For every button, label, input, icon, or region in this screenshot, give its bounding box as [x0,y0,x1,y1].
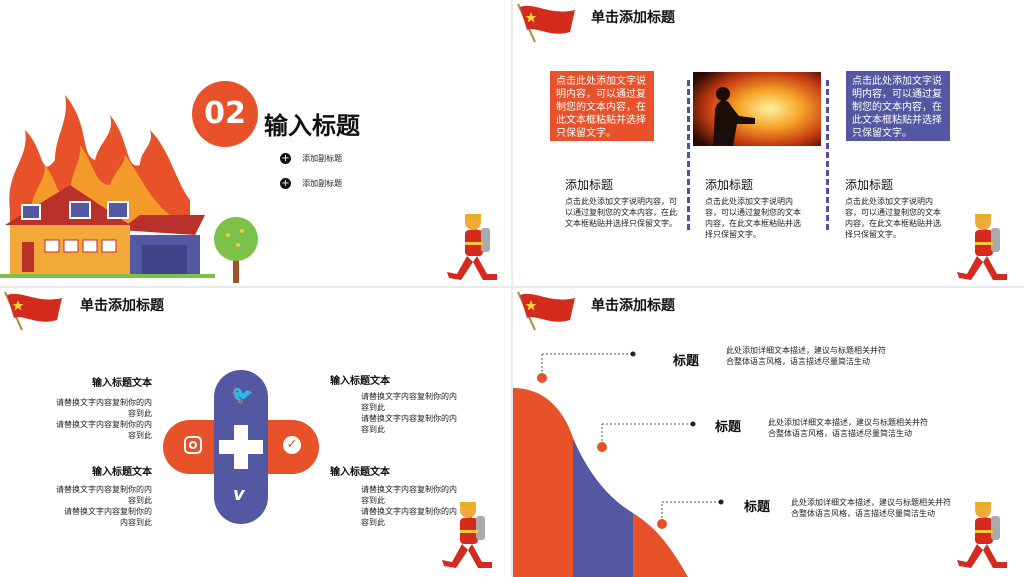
tree-icon [214,217,258,283]
section-title: 输入标题 [264,112,360,140]
column-item-2: 添加标题 点击此处添加文字说明内容，可以通过复制您的文本内容，在此文本框粘贴并选… [705,176,805,240]
block-line: 容到此 [128,431,152,440]
block-line: 请替换文字内容复制你的内 [56,398,152,407]
section-number: 02 [204,96,246,131]
block-body: 请替换文字内容复制你的内 容到此 请替换文字内容复制你的内 容到此 [361,391,470,435]
block-title: 输入标题文本 [92,467,152,478]
block-line: 请替换文字内容复制你的 [64,507,152,516]
burning-house-icon [0,95,215,278]
row-label: 标题 [673,354,700,369]
block-line: 请替换文字内容复制你的内 [361,392,457,401]
row-label: 标题 [744,500,771,515]
plus-icon: + [280,153,291,164]
section-number-badge: 02 [192,81,258,147]
block-line: 请替换文字内容复制你的内 [361,507,457,516]
china-flag-icon [4,291,62,331]
block-line: 容到此 [128,409,152,418]
info-row-2: 标题 [715,416,741,435]
row-desc-line: 合整体语言风格，语言描述尽量简洁生动 [768,429,912,438]
info-row-1: 标题 [673,350,699,369]
column-body: 点击此处添加文字说明内容，可以通过复制您的文本内容，在此文本框粘贴并选择只保留文… [565,197,677,228]
column-title: 添加标题 [565,178,614,192]
row-description: 此处添加详细文本描述，建议与标题相关并符 合整体语言风格，语言描述尽量简洁生动 [726,345,946,367]
column-item-1: 添加标题 点击此处添加文字说明内容，可以通过复制您的文本内容，在此文本框粘贴并选… [565,176,683,229]
block-body: 请替换文字内容复制你的内 容到此 请替换文字内容复制你的 内容到此 [20,484,152,528]
column-item-3: 添加标题 点击此处添加文字说明内容，可以通过复制您的文本内容，在此文本框粘贴并选… [845,176,941,240]
firefighter-icon [447,214,497,280]
block-line: 请替换文字内容复制你的内 [56,485,152,494]
divider-line [687,80,690,230]
text-block-top-left: 输入标题文本 请替换文字内容复制你的内 容到此 请替换文字内容复制你的内 容到此 [20,374,152,441]
block-line: 请替换文字内容复制你的内 [361,414,457,423]
row-desc-line: 此处添加详细文本描述，建议与标题相关并符 [726,346,886,355]
text-block-bottom-right: 输入标题文本 请替换文字内容复制你的内 容到此 请替换文字内容复制你的内 容到此 [330,463,470,528]
slide-section-cover[interactable]: 02 输入标题 + 添加副标题 + 添加副标题 [0,0,511,286]
subtitle-text: 添加副标题 [302,179,343,188]
block-line: 容到此 [128,496,152,505]
curve-diagram [513,351,724,577]
block-line: 容到此 [361,403,385,412]
row-description: 此处添加详细文本描述，建议与标题相关并符 合整体语言风格，语言描述尽量简洁生动 [768,417,988,439]
block-line: 请替换文字内容复制你的内 [56,420,152,429]
subtitle-item-1[interactable]: + 添加副标题 [280,148,342,167]
block-line: 容到此 [361,425,385,434]
block-line: 内容到此 [120,518,152,527]
block-title: 输入标题文本 [92,378,152,389]
cross-diagram [163,370,319,524]
info-row-3: 标题 [744,496,770,515]
instagram-icon[interactable] [184,436,202,454]
row-desc-line: 合整体语言风格，语言描述尽量简洁生动 [791,509,935,518]
china-flag-icon [517,3,575,43]
fire-photo [693,72,821,146]
row-desc-line: 合整体语言风格，语言描述尽量简洁生动 [726,357,870,366]
divider-line [826,80,829,230]
text-box-right[interactable]: 点击此处添加文字说明内容，可以通过复制您的文本内容，在此文本框粘贴并选择只保留文… [846,71,950,141]
row-label: 标题 [715,420,742,435]
vimeo-icon[interactable]: v [233,484,245,505]
row-desc-line: 此处添加详细文本描述，建议与标题相关并符 [768,418,928,427]
text-block-bottom-left: 输入标题文本 请替换文字内容复制你的内 容到此 请替换文字内容复制你的 内容到此 [20,463,152,528]
slide-title: 单击添加标题 [80,298,164,314]
firefighter-icon [442,502,492,568]
block-title: 输入标题文本 [330,467,390,478]
firefighter-icon [957,214,1007,280]
column-title: 添加标题 [705,178,754,192]
slide-three-columns[interactable]: 单击添加标题 点击此处添加文字说明内容，可以通过复制您的文本内容，在此文本框粘贴… [513,0,1024,286]
china-flag-icon [517,291,575,331]
text-block-top-right: 输入标题文本 请替换文字内容复制你的内 容到此 请替换文字内容复制你的内 容到此 [330,372,470,435]
block-line: 请替换文字内容复制你的内 [361,485,457,494]
plus-icon: + [280,178,291,189]
subtitle-text: 添加副标题 [302,154,343,163]
firefighter-icon [957,502,1007,568]
block-title: 输入标题文本 [330,376,390,387]
block-line: 容到此 [361,518,385,527]
subtitle-item-2[interactable]: + 添加副标题 [280,173,342,192]
twitter-icon[interactable]: 🐦 [231,385,254,406]
check-icon[interactable]: ✓ [283,436,301,454]
row-description: 此处添加详细文本描述，建议与标题相关并符 合整体语言风格，语言描述尽量简洁生动 [791,497,1011,519]
slide-curve-diagram[interactable]: 单击添加标题 标题 此处添加详细文本描述，建议与标题相关并符 合整体语言风格，语… [513,288,1024,577]
block-line: 容到此 [361,496,385,505]
block-body: 请替换文字内容复制你的内 容到此 请替换文字内容复制你的内 容到此 [361,484,470,528]
column-body: 点击此处添加文字说明内容，可以通过复制您的文本内容，在此文本框粘贴并选择只保留文… [705,197,801,239]
slide-title: 单击添加标题 [591,298,675,314]
column-title: 添加标题 [845,178,894,192]
block-body: 请替换文字内容复制你的内 容到此 请替换文字内容复制你的内 容到此 [20,397,152,441]
text-box-left[interactable]: 点击此处添加文字说明内容，可以通过复制您的文本内容，在此文本框粘贴并选择只保留文… [550,71,654,141]
row-desc-line: 此处添加详细文本描述，建议与标题相关并符 [791,498,951,507]
slide-title: 单击添加标题 [591,10,675,26]
column-body: 点击此处添加文字说明内容，可以通过复制您的文本内容，在此文本框粘贴并选择只保留文… [845,197,941,239]
slide-cross-diagram[interactable]: 单击添加标题 🐦 ✓ v 输入标题文本 请替换文字内容复制你的内 容到此 请替换… [0,288,511,577]
